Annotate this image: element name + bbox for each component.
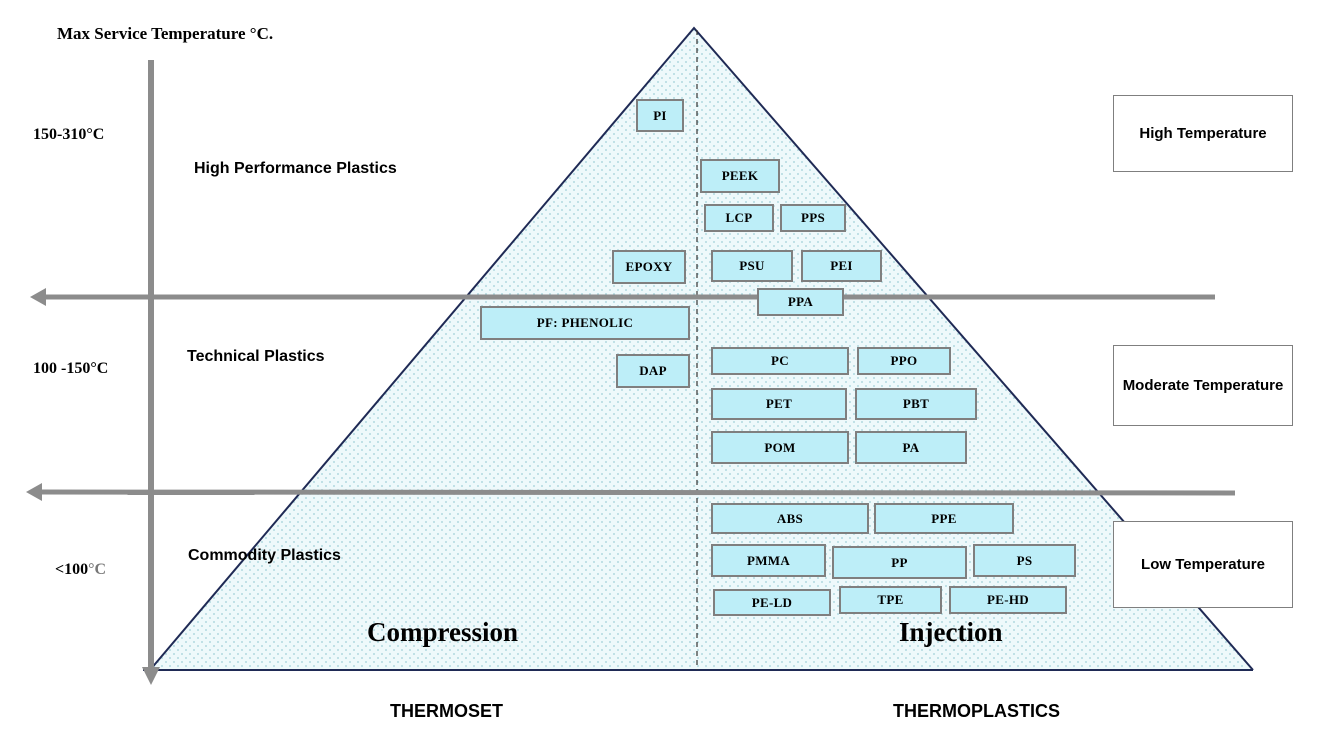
material-box-ppa: PPA xyxy=(757,288,844,316)
temp-band-low-unit: °C xyxy=(88,561,107,578)
material-box-dap: DAP xyxy=(616,354,690,388)
axis-title: Max Service Temperature °C. xyxy=(57,24,274,43)
tier-label-technical: Technical Plastics xyxy=(187,348,325,365)
material-box-peek: PEEK xyxy=(700,159,780,193)
pyramid-outline xyxy=(149,26,1254,671)
temp-band-moderate-value: 100 -150 xyxy=(33,360,91,377)
material-box-epoxy: EPOXY xyxy=(612,250,686,284)
material-box-pet: PET xyxy=(711,388,847,420)
material-box-pi: PI xyxy=(636,99,684,132)
material-box-tpe: TPE xyxy=(839,586,942,614)
material-box-pbt: PBT xyxy=(855,388,977,420)
temp-band-high-unit: °C xyxy=(86,126,105,143)
temp-band-low-value: <100 xyxy=(55,561,89,578)
material-box-pp: PP xyxy=(832,546,967,579)
material-box-lcp: LCP xyxy=(704,204,774,232)
material-box-abs: ABS xyxy=(711,503,869,534)
material-box-ppe: PPE xyxy=(874,503,1014,534)
tier-label-high-performance: High Performance Plastics xyxy=(194,160,397,177)
legend-high-temperature: High Temperature xyxy=(1113,95,1293,172)
process-label-compression: Compression xyxy=(367,617,519,647)
material-box-pf-phenolic: PF: PHENOLIC xyxy=(480,306,690,340)
tier-arrow-lower-head xyxy=(26,483,42,501)
material-box-pps: PPS xyxy=(780,204,846,232)
family-label-thermoset: THERMOSET xyxy=(390,701,504,721)
material-box-ppo: PPO xyxy=(857,347,951,375)
material-box-pe-hd: PE-HD xyxy=(949,586,1067,614)
tier-arrow-upper-head xyxy=(30,288,46,306)
material-box-psu: PSU xyxy=(711,250,793,282)
material-box-pa: PA xyxy=(855,431,967,464)
temperature-axis-head xyxy=(142,667,160,685)
tier-arrow-lower xyxy=(35,489,1236,496)
tier-label-commodity: Commodity Plastics xyxy=(188,547,341,564)
temp-band-high: 150-310°C xyxy=(33,126,104,144)
material-box-pe-ld: PE-LD xyxy=(713,589,831,616)
material-box-pom: POM xyxy=(711,431,849,464)
temp-band-moderate-unit: °C xyxy=(90,360,109,377)
material-box-pei: PEI xyxy=(801,250,882,282)
temp-band-high-value: 150-310 xyxy=(33,126,87,143)
process-label-injection: Injection xyxy=(899,617,1003,647)
temp-band-low: <100°C xyxy=(55,561,106,579)
material-box-ps: PS xyxy=(973,544,1076,577)
material-box-pmma: PMMA xyxy=(711,544,826,577)
temp-band-moderate: 100 -150°C xyxy=(33,360,108,378)
family-label-thermoplastics: THERMOPLASTICS xyxy=(893,701,1061,721)
legend-moderate-temperature: Moderate Temperature xyxy=(1113,345,1293,426)
material-box-pc: PC xyxy=(711,347,849,375)
legend-low-temperature: Low Temperature xyxy=(1113,521,1293,608)
